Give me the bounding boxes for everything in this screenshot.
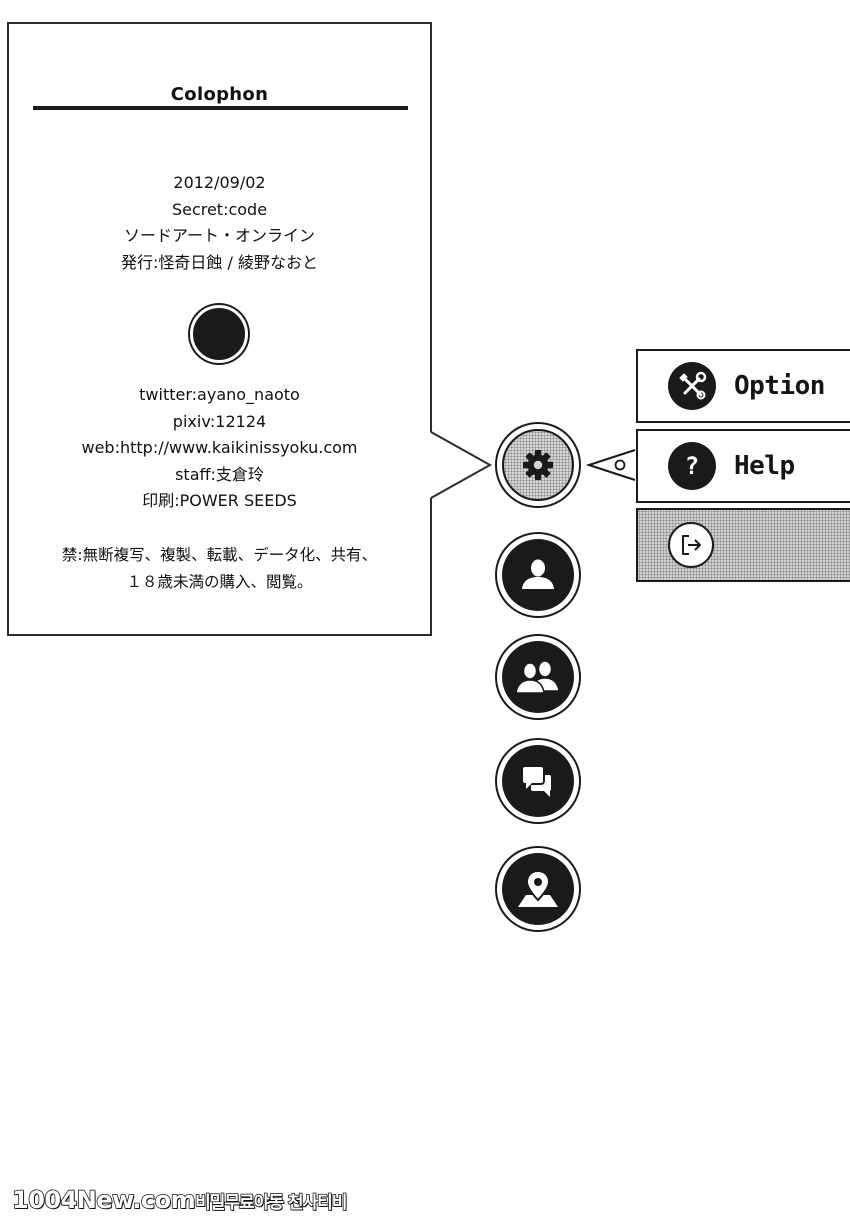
messages-button[interactable] bbox=[495, 738, 581, 824]
author-avatar bbox=[190, 305, 248, 363]
logout-menu-item[interactable] bbox=[636, 508, 850, 582]
panel-title: Colophon bbox=[170, 84, 269, 105]
contact-pixiv: pixiv:12124 bbox=[172, 411, 267, 431]
map-pin-icon bbox=[518, 869, 558, 907]
tools-icon-graphic bbox=[679, 371, 707, 400]
gear-icon bbox=[523, 450, 553, 480]
help-glyph: ? bbox=[684, 452, 700, 480]
notice-line-1: 禁:無断複写、複製、転載、データ化、共有、 bbox=[61, 546, 378, 564]
watermark-domain: 1004New.com bbox=[11, 1185, 196, 1215]
profile-button-face bbox=[502, 539, 574, 611]
messages-button-face bbox=[502, 745, 574, 817]
release-series: ソードアート・オンライン bbox=[123, 226, 316, 245]
settings-button-face bbox=[502, 429, 574, 501]
release-info: 2012/09/02 Secret:code ソードアート・オンライン 発行:怪… bbox=[9, 170, 430, 276]
release-title: Secret:code bbox=[171, 199, 268, 219]
contact-staff: staff:支倉玲 bbox=[175, 464, 264, 484]
people-icon bbox=[515, 660, 560, 694]
release-publisher: 発行:怪奇日蝕 / 綾野なおと bbox=[121, 252, 318, 272]
title-divider bbox=[33, 106, 408, 110]
profile-button[interactable] bbox=[495, 532, 581, 618]
contact-printer: 印刷:POWER SEEDS bbox=[142, 491, 297, 510]
contact-web: web:http://www.kaikinissyoku.com bbox=[81, 438, 358, 457]
colophon-panel: Colophon 2012/09/02 Secret:code ソードアート・オ… bbox=[7, 22, 432, 636]
contact-twitter: twitter:ayano_naoto bbox=[139, 385, 300, 404]
friends-button[interactable] bbox=[495, 634, 581, 720]
map-button-face bbox=[502, 853, 574, 925]
release-date: 2012/09/02 bbox=[173, 173, 266, 192]
watermark-tagline: 비밀무료야동 천사티비 bbox=[194, 1192, 348, 1214]
contact-info: twitter:ayano_naoto pixiv:12124 web:http… bbox=[9, 382, 430, 515]
notice-line-2: １８歳未満の購入、閲覧。 bbox=[126, 572, 313, 591]
tools-icon bbox=[668, 362, 716, 410]
site-watermark: 1004New.com비밀무료야동 천사티비 bbox=[11, 1185, 348, 1215]
submenu-pointer bbox=[586, 449, 636, 481]
person-icon bbox=[522, 559, 554, 589]
logout-icon-graphic bbox=[682, 535, 701, 555]
question-icon: ? bbox=[668, 442, 716, 490]
help-menu-item[interactable]: ? Help bbox=[636, 429, 850, 503]
logout-icon bbox=[668, 522, 714, 568]
help-label: Help bbox=[734, 451, 795, 481]
map-button[interactable] bbox=[495, 846, 581, 932]
friends-button-face bbox=[502, 641, 574, 713]
option-label: Option bbox=[734, 371, 825, 401]
settings-button[interactable] bbox=[495, 422, 581, 508]
copyright-notice: 禁:無断複写、複製、転載、データ化、共有、 １８歳未満の購入、閲覧。 bbox=[9, 542, 430, 595]
option-menu-item[interactable]: Option bbox=[636, 349, 850, 423]
chat-icon bbox=[521, 765, 553, 797]
panel-pointer bbox=[430, 431, 492, 499]
